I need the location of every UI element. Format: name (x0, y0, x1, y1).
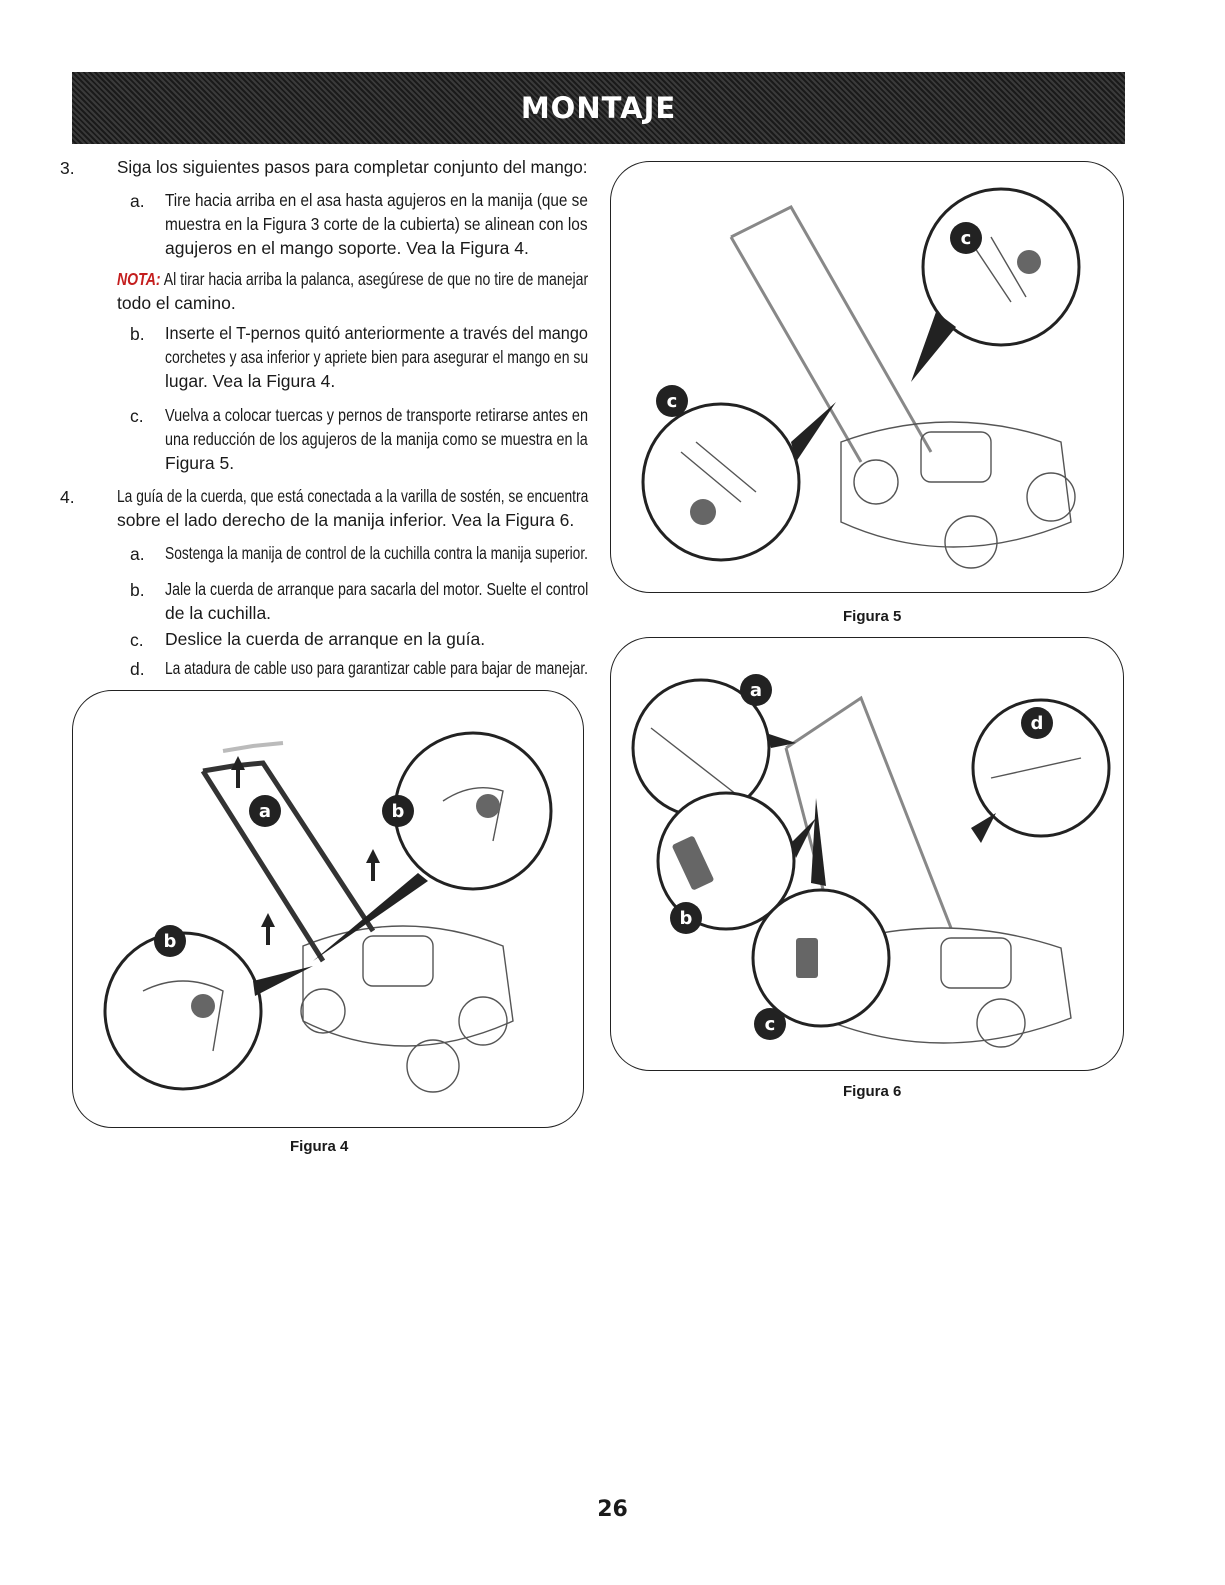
callout-a-label: a (750, 680, 762, 701)
step-3a-label: a. (130, 191, 145, 211)
step-4c-text: Deslice la cuerda de arranque en la guía… (165, 629, 486, 649)
step-3b-line-3: lugar. Vea la Figura 4. (165, 371, 336, 391)
step-3b-line-1: Inserte el T-pernos quitó anteriormente … (165, 323, 588, 343)
wheel-rear (944, 515, 998, 569)
step-4-line-1: La guía de la cuerda, que está conectada… (117, 486, 589, 506)
callout-b-badge (154, 925, 186, 957)
step-3c-line-1: Vuelva a colocar tuercas y pernos de tra… (165, 405, 589, 425)
figure-6-panel: a b c d (610, 637, 1124, 1071)
knob-icon (476, 794, 500, 818)
callout-d-badge (1021, 707, 1053, 739)
arrow-up-icon (231, 756, 245, 788)
callout-b-label: b (164, 931, 177, 952)
callout-c-label: c (961, 228, 972, 249)
callout-c-badge (656, 385, 688, 417)
callout-b-badge (382, 795, 414, 827)
handle-ghost (222, 741, 284, 753)
arrow-up-icon (261, 913, 275, 945)
wheel-rear (976, 998, 1026, 1048)
step-3c-line-3: Figura 5. (165, 453, 235, 473)
step-4a-text: Sostenga la manija de control de la cuch… (165, 543, 588, 563)
callout-c-label: c (765, 1014, 776, 1035)
section-banner: MONTAJE (72, 72, 1125, 144)
step-3b-line-2: corchetes y asa inferior y apriete bien … (165, 347, 589, 367)
step-3-text: Siga los siguientes pasos para completar… (117, 157, 588, 177)
step-4-line-2: sobre el lado derecho de la manija infer… (117, 510, 575, 530)
callout-b-label: b (680, 908, 693, 929)
figure-6-caption: Figura 6 (843, 1083, 902, 1100)
mower-deck (820, 927, 1072, 1044)
step-4b-label: b. (130, 580, 145, 600)
arrow-up-icon (366, 849, 380, 881)
step-4b-line-1: Jale la cuerda de arranque para sacarla … (165, 579, 589, 599)
section-title: MONTAJE (520, 91, 677, 125)
detail-circle-b-bottom (103, 931, 263, 1091)
step-3a-line-3: agujeros en el mango soporte. Vea la Fig… (165, 238, 529, 258)
figure-5-illustration: c c (641, 187, 1081, 569)
wheel-rear (406, 1039, 460, 1093)
handle-frame (729, 205, 933, 463)
wheel-front-right (1026, 472, 1076, 522)
figure-4-panel: a b b (72, 690, 584, 1128)
handle-frame (200, 760, 376, 963)
step-4b-line-2: de la cuchilla. (165, 603, 272, 623)
detail-circle-c (751, 888, 891, 1028)
step-3a-line-1: Tire hacia arriba en el asa hasta agujer… (165, 190, 588, 210)
wheel-front-left (853, 459, 899, 505)
step-4c-label: c. (130, 630, 144, 650)
figure-5-panel: c c (610, 161, 1124, 593)
knob-icon (191, 994, 215, 1018)
wheel-front-right (458, 996, 508, 1046)
callout-a-badge (249, 795, 281, 827)
detail-circle-d (971, 698, 1111, 838)
step-3c-line-2: una reducción de los agujeros de la mani… (165, 429, 588, 449)
knob-icon (1017, 250, 1041, 274)
nota-text: Al tirar hacia arriba la palanca, asegúr… (163, 269, 589, 289)
step-3-number: 3. (60, 158, 75, 178)
detail-circle-c-bottom (641, 402, 801, 562)
figure-4-illustration: a b b (103, 731, 553, 1093)
callout-c-label: c (667, 391, 678, 412)
detail-circle-b-top (393, 731, 553, 891)
step-4d-label: d. (130, 659, 145, 679)
mower-engine (940, 937, 1012, 989)
step-4d-text: La atadura de cable uso para garantizar … (165, 658, 589, 678)
page-number: 26 (597, 1497, 628, 1522)
step-4a-label: a. (130, 544, 145, 564)
nota-label: NOTA: (117, 269, 161, 289)
callout-d-label: d (1031, 713, 1044, 734)
callout-b-badge (670, 902, 702, 934)
knob-icon (690, 499, 716, 525)
step-4-number: 4. (60, 487, 75, 507)
step-3b-label: b. (130, 324, 145, 344)
figure-4-caption: Figura 4 (290, 1138, 349, 1155)
callout-b-label: b (392, 801, 405, 822)
figure-6-illustration: a b c d (631, 674, 1111, 1048)
figure-5-caption: Figura 5 (843, 608, 902, 625)
nota-line-1: NOTA: Al tirar hacia arriba la palanca, … (117, 268, 588, 292)
wheel-front-left (300, 988, 346, 1034)
step-3c-label: c. (130, 406, 144, 426)
callout-a-badge (740, 674, 772, 706)
callout-c-badge (950, 222, 982, 254)
callout-a-label: a (259, 801, 271, 822)
step-3a-line-2: muestra en la Figura 3 corte de la cubie… (165, 214, 588, 234)
detail-circle-b (656, 791, 796, 931)
nota-line-2: todo el camino. (117, 293, 236, 313)
mower-engine (362, 935, 434, 987)
mower-deck (840, 421, 1072, 548)
mower-engine (920, 431, 992, 483)
callout-c-badge (754, 1008, 786, 1040)
